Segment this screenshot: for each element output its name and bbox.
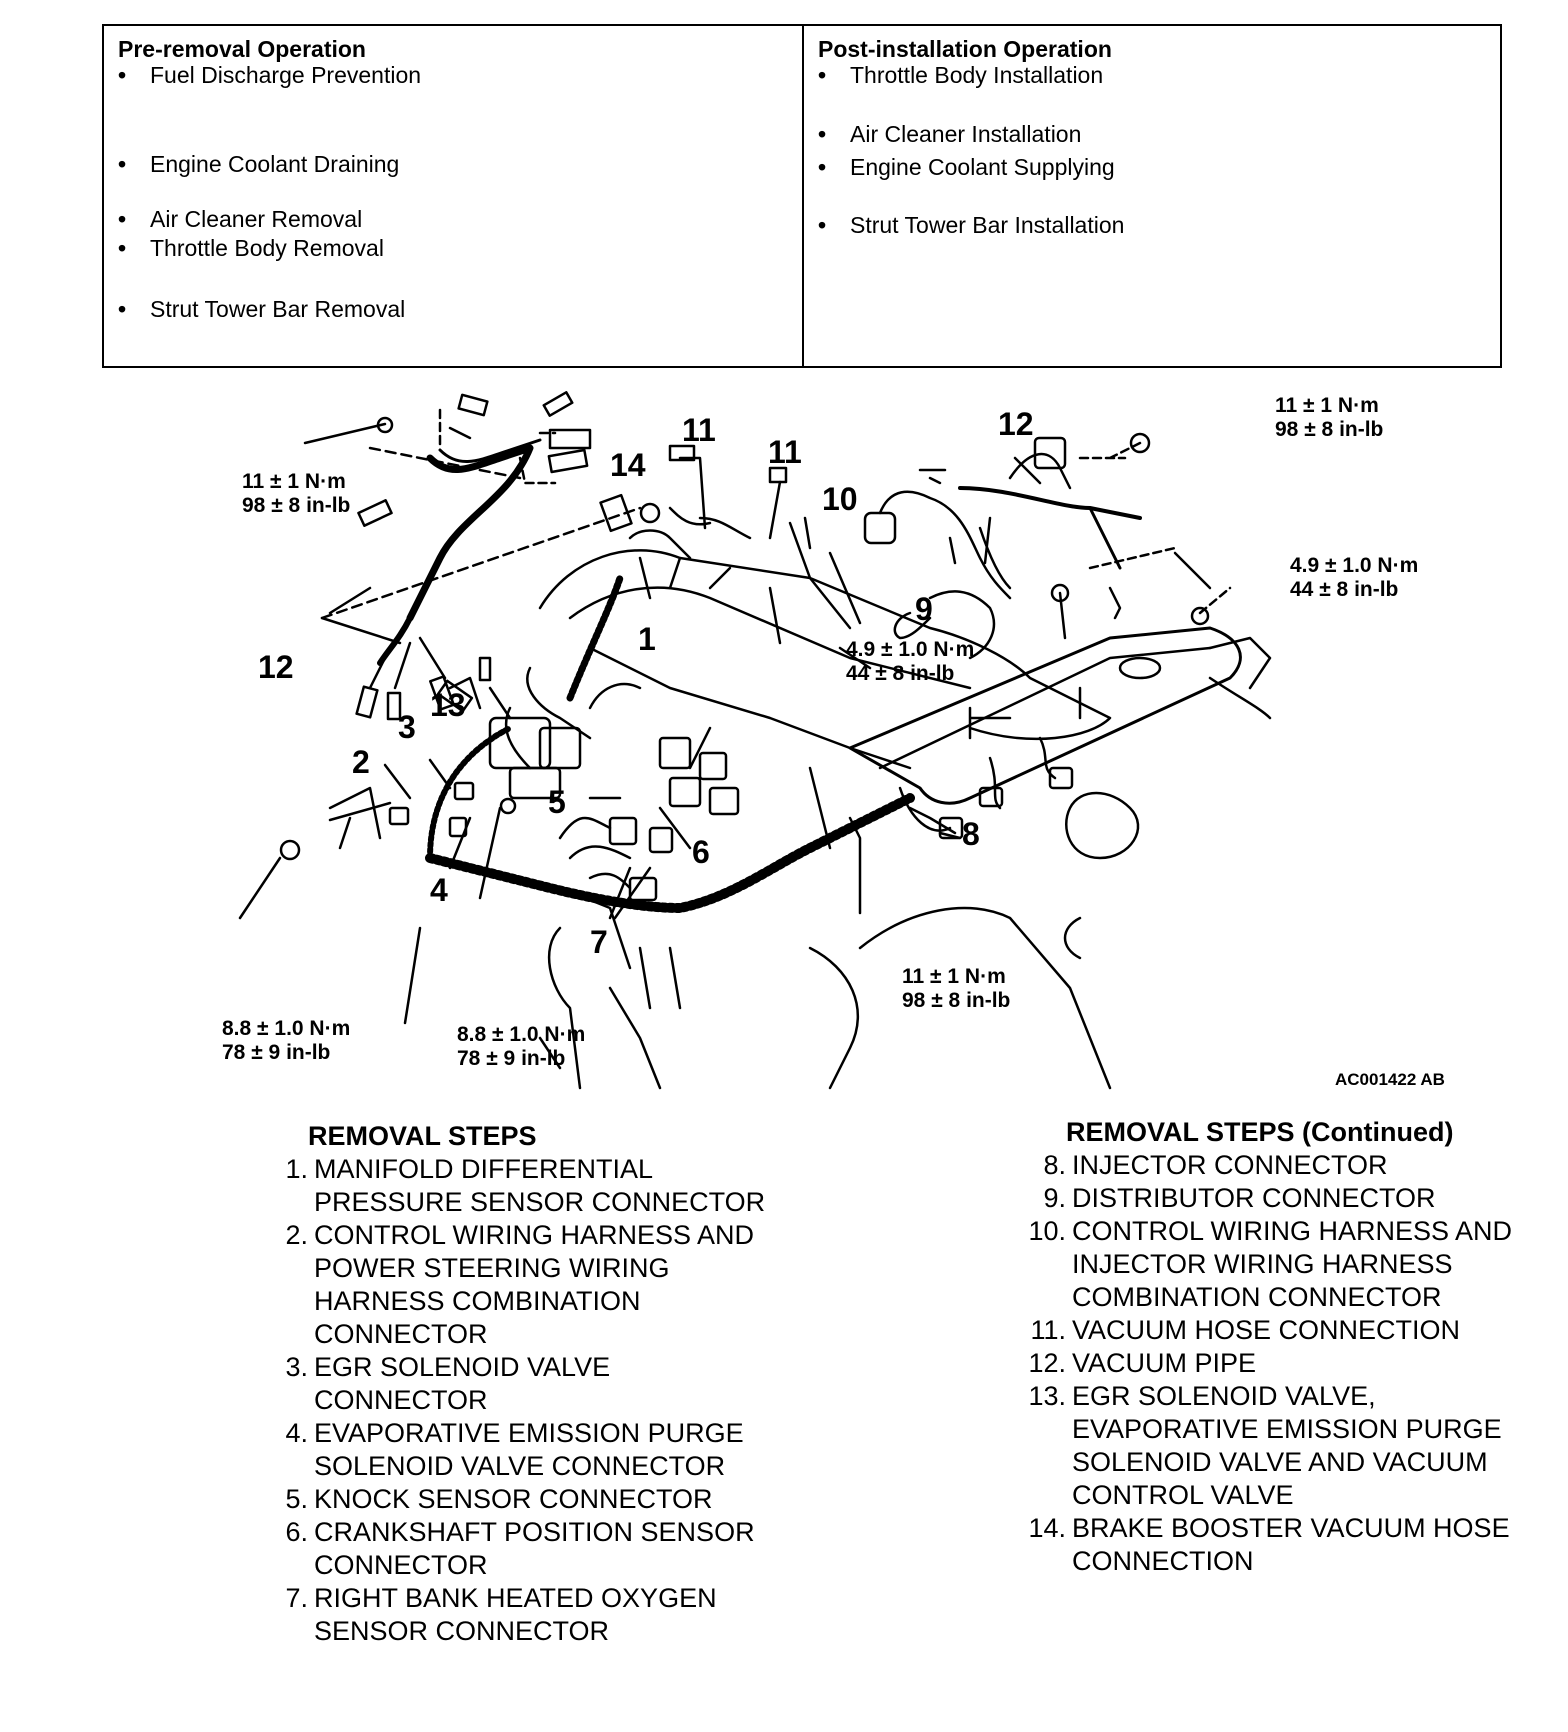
- pre-removal-item: •Fuel Discharge Prevention: [118, 62, 422, 88]
- svg-text:8.8 ± 1.0 N·m: 8.8 ± 1.0 N·m: [222, 1017, 350, 1040]
- diagram-drawing: 1 2 3 4 5 6 7 8 9 10 11 11 12 12 13 14 1…: [222, 391, 1445, 1090]
- svg-text:98 ± 8 in-lb: 98 ± 8 in-lb: [902, 989, 1010, 1012]
- callout-12-right: 12: [998, 406, 1034, 442]
- svg-text:11 ± 1 N·m: 11 ± 1 N·m: [242, 470, 346, 493]
- torque-spec: 11 ± 1 N·m 98 ± 8 in-lb: [242, 470, 350, 517]
- bullet-icon: •: [118, 206, 127, 232]
- callout-7: 7: [590, 924, 608, 960]
- pre-removal-column: Pre-removal Operation •Fuel Discharge Pr…: [104, 26, 802, 366]
- removal-step: 8.INJECTOR CONNECTOR: [1043, 1150, 1388, 1180]
- removal-steps-continued-list: REMOVAL STEPS (Continued) 8.INJECTOR CON…: [1020, 1116, 1540, 1578]
- pre-removal-item: •Air Cleaner Removal: [118, 206, 363, 232]
- removal-step: 12.VACUUM PIPE: [1028, 1348, 1257, 1378]
- bullet-icon: •: [118, 151, 127, 177]
- callout-11-left: 11: [682, 412, 716, 448]
- svg-text:78 ± 9 in-lb: 78 ± 9 in-lb: [457, 1047, 565, 1070]
- post-installation-item: •Strut Tower Bar Installation: [818, 212, 1125, 238]
- callout-1: 1: [638, 621, 656, 657]
- callout-2: 2: [352, 744, 370, 780]
- callout-6: 6: [692, 834, 710, 870]
- torque-spec: 4.9 ± 1.0 N·m 44 ± 8 in-lb: [846, 638, 974, 685]
- figure-id: AC001422 AB: [1335, 1070, 1445, 1089]
- bullet-icon: •: [118, 62, 127, 88]
- callout-9: 9: [915, 591, 933, 627]
- svg-text:4.9 ± 1.0 N·m: 4.9 ± 1.0 N·m: [846, 638, 974, 661]
- torque-spec: 4.9 ± 1.0 N·m 44 ± 8 in-lb: [1290, 554, 1418, 601]
- callout-8: 8: [962, 816, 980, 852]
- post-installation-heading: Post-installation Operation: [818, 36, 1112, 62]
- removal-steps-heading: REMOVAL STEPS: [308, 1121, 537, 1151]
- svg-text:4.9 ± 1.0 N·m: 4.9 ± 1.0 N·m: [1290, 554, 1418, 577]
- svg-text:98 ± 8 in-lb: 98 ± 8 in-lb: [242, 494, 350, 517]
- callout-13: 13: [430, 687, 466, 723]
- callout-12-left: 12: [258, 649, 294, 685]
- callout-11-right: 11: [768, 434, 802, 470]
- pre-removal-item: •Throttle Body Removal: [118, 235, 384, 261]
- torque-spec: 11 ± 1 N·m 98 ± 8 in-lb: [902, 965, 1010, 1012]
- svg-text:11 ± 1 N·m: 11 ± 1 N·m: [1275, 394, 1379, 417]
- pre-removal-heading: Pre-removal Operation: [118, 36, 366, 62]
- callout-3: 3: [398, 709, 416, 745]
- svg-text:78 ± 9 in-lb: 78 ± 9 in-lb: [222, 1041, 330, 1064]
- callout-4: 4: [430, 872, 448, 908]
- callout-14: 14: [610, 447, 646, 483]
- removal-step: 13.EGR SOLENOID VALVE,EVAPORATIVE EMISSI…: [1028, 1381, 1502, 1510]
- operations-table: Pre-removal Operation •Fuel Discharge Pr…: [102, 24, 1502, 368]
- post-installation-item: •Engine Coolant Supplying: [818, 154, 1115, 180]
- removal-step: 11.VACUUM HOSE CONNECTION: [1030, 1315, 1461, 1345]
- svg-text:11 ± 1 N·m: 11 ± 1 N·m: [902, 965, 1006, 988]
- engine-harness-diagram: 1 2 3 4 5 6 7 8 9 10 11 11 12 12 13 14 1…: [210, 388, 1460, 1094]
- removal-steps-continued-heading: REMOVAL STEPS (Continued): [1066, 1117, 1454, 1147]
- removal-steps-continued-items: 8.INJECTOR CONNECTOR 9.DISTRIBUTOR CONNE…: [1020, 1149, 1540, 1578]
- bullet-icon: •: [818, 212, 827, 238]
- torque-spec: 8.8 ± 1.0 N·m 78 ± 9 in-lb: [222, 1017, 350, 1064]
- callout-5: 5: [548, 784, 566, 820]
- post-installation-item: •Throttle Body Installation: [818, 62, 1104, 88]
- bullet-icon: •: [818, 62, 827, 88]
- bullet-icon: •: [818, 121, 827, 147]
- bullet-icon: •: [118, 235, 127, 261]
- svg-text:8.8 ± 1.0 N·m: 8.8 ± 1.0 N·m: [457, 1023, 585, 1046]
- bullet-icon: •: [818, 154, 827, 180]
- torque-spec: 11 ± 1 N·m 98 ± 8 in-lb: [1275, 394, 1383, 441]
- post-installation-item: •Air Cleaner Installation: [818, 121, 1082, 147]
- pre-removal-item: •Strut Tower Bar Removal: [118, 296, 406, 322]
- removal-step: 5.KNOCK SENSOR CONNECTOR: [285, 1484, 713, 1514]
- bullet-icon: •: [118, 296, 127, 322]
- svg-text:98 ± 8 in-lb: 98 ± 8 in-lb: [1275, 418, 1383, 441]
- post-installation-column: Post-installation Operation •Throttle Bo…: [802, 26, 1500, 366]
- svg-text:44 ± 8 in-lb: 44 ± 8 in-lb: [846, 662, 954, 685]
- removal-step: 9.DISTRIBUTOR CONNECTOR: [1043, 1183, 1436, 1213]
- torque-spec: 8.8 ± 1.0 N·m 78 ± 9 in-lb: [457, 1023, 585, 1070]
- callout-10: 10: [822, 481, 858, 517]
- pre-removal-item: •Engine Coolant Draining: [118, 151, 400, 177]
- svg-text:44 ± 8 in-lb: 44 ± 8 in-lb: [1290, 578, 1398, 601]
